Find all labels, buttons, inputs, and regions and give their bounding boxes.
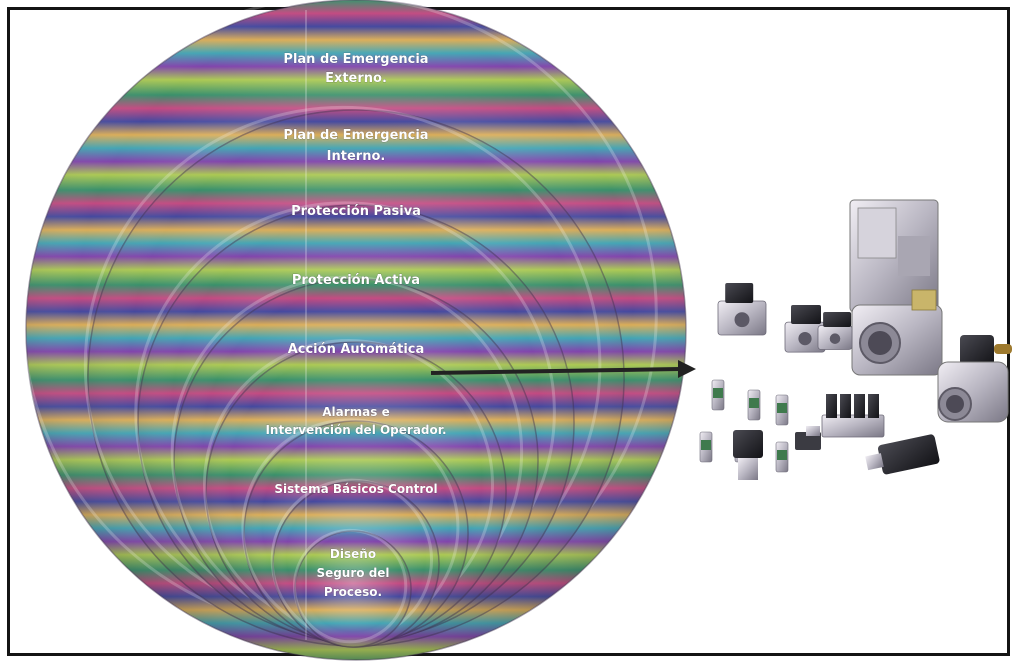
solenoid-valve-photo — [699, 199, 1012, 480]
layer-label-2-line-2: Interno. — [327, 149, 386, 164]
angle-valve — [937, 335, 1012, 423]
slim-valve-2 — [747, 389, 761, 421]
arrow-to-valves — [430, 360, 696, 378]
layer-label-7-line-1: Sistema Básicos Control — [274, 482, 437, 496]
slim-valve-4 — [699, 431, 713, 463]
small-valve-1 — [717, 283, 767, 336]
layer-label-5-line-1: Acción Automática — [288, 342, 425, 357]
layer-label-4-line-1: Protección Activa — [292, 273, 420, 288]
large-valve — [849, 199, 943, 376]
layer-label-8-line-2: Seguro del — [316, 566, 389, 580]
layer-shading-8 — [295, 531, 411, 647]
layer-highlight-8 — [292, 528, 408, 644]
small-valve-3 — [817, 312, 853, 350]
layer-label-3-line-1: Protección Pasiva — [291, 204, 421, 219]
layer-label-2-line-1: Plan de Emergencia — [283, 128, 428, 143]
layer-label-6-line-1: Alarmas e — [322, 405, 389, 419]
valve-manifold — [821, 394, 885, 438]
slim-valve-3 — [775, 394, 789, 426]
layer-label-8-line-1: Diseño — [330, 547, 376, 561]
small-valve-2 — [784, 305, 826, 353]
slim-valve-6 — [775, 441, 789, 473]
layer-label-6-line-2: Intervención del Operador. — [265, 423, 446, 437]
small-block-valve — [795, 426, 821, 450]
layer-label-1-line-1: Plan de Emergencia — [283, 52, 428, 67]
layer-label-1-line-2: Externo. — [325, 71, 387, 86]
protection-layers — [21, 0, 687, 661]
layer-label-8-line-3: Proceso. — [324, 585, 382, 599]
slim-valve-1 — [711, 379, 725, 411]
tilted-coil-valve — [865, 434, 940, 475]
coil-valve — [733, 430, 763, 480]
